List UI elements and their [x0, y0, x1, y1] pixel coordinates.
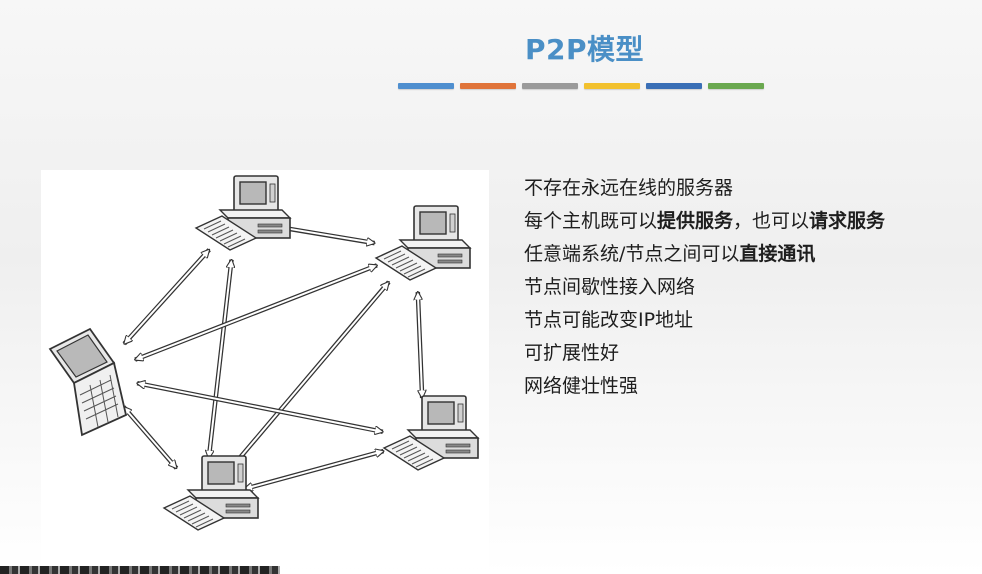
- laptop-icon: [49, 328, 127, 436]
- feature-item: 每个主机既可以提供服务，也可以请求服务: [524, 205, 885, 238]
- bidirectional-link-arrow: [137, 383, 383, 432]
- bottom-edge-artifact: [0, 566, 280, 574]
- p2p-features-list: 不存在永远在线的服务器每个主机既可以提供服务，也可以请求服务任意端系统/节点之间…: [524, 172, 885, 403]
- p2p-network-diagram: [41, 170, 489, 568]
- bidirectional-link-arrow: [135, 263, 377, 362]
- color-bar-segment: [584, 83, 640, 89]
- color-bar-segment: [460, 83, 516, 89]
- feature-text: 网络健壮性强: [524, 375, 639, 397]
- slide-title: P2P模型: [525, 33, 645, 66]
- feature-emphasis: 提供服务: [657, 210, 734, 232]
- feature-item: 节点间歇性接入网络: [524, 271, 885, 304]
- desktop-computer-icon: [383, 395, 479, 471]
- feature-text: 任意端系统/节点之间可以: [524, 243, 740, 265]
- feature-emphasis: 直接通讯: [739, 243, 816, 265]
- feature-text: 每个主机既可以: [524, 210, 658, 232]
- desktop-computer-icon: [195, 175, 291, 251]
- feature-text: 不存在永远在线的服务器: [524, 177, 734, 199]
- feature-item: 任意端系统/节点之间可以直接通讯: [524, 238, 885, 271]
- bidirectional-link-arrow: [209, 260, 232, 459]
- feature-text: 节点间歇性接入网络: [524, 276, 696, 298]
- color-bar-segment: [522, 83, 578, 89]
- bidirectional-link-arrow: [229, 282, 391, 468]
- feature-text: 节点可能改变IP地址: [524, 309, 694, 331]
- desktop-computer-icon: [375, 205, 471, 281]
- feature-item: 不存在永远在线的服务器: [524, 172, 885, 205]
- feature-item: 网络健壮性强: [524, 370, 885, 403]
- color-bar-segment: [646, 83, 702, 89]
- feature-item: 节点可能改变IP地址: [524, 304, 885, 337]
- bidirectional-link-arrow: [122, 250, 211, 344]
- feature-text: 可扩展性好: [524, 342, 620, 364]
- feature-text: ，也可以: [733, 210, 810, 232]
- desktop-computer-icon: [163, 455, 259, 531]
- p2p-network-svg: [49, 175, 479, 531]
- bidirectional-link-arrow: [121, 407, 179, 468]
- color-bar-segment: [708, 83, 764, 89]
- feature-item: 可扩展性好: [524, 337, 885, 370]
- bidirectional-link-arrow: [418, 292, 422, 398]
- feature-emphasis: 请求服务: [809, 210, 886, 232]
- bidirectional-link-arrow: [276, 227, 375, 244]
- bidirectional-link-arrow: [245, 451, 384, 489]
- color-bar-segment: [398, 83, 454, 89]
